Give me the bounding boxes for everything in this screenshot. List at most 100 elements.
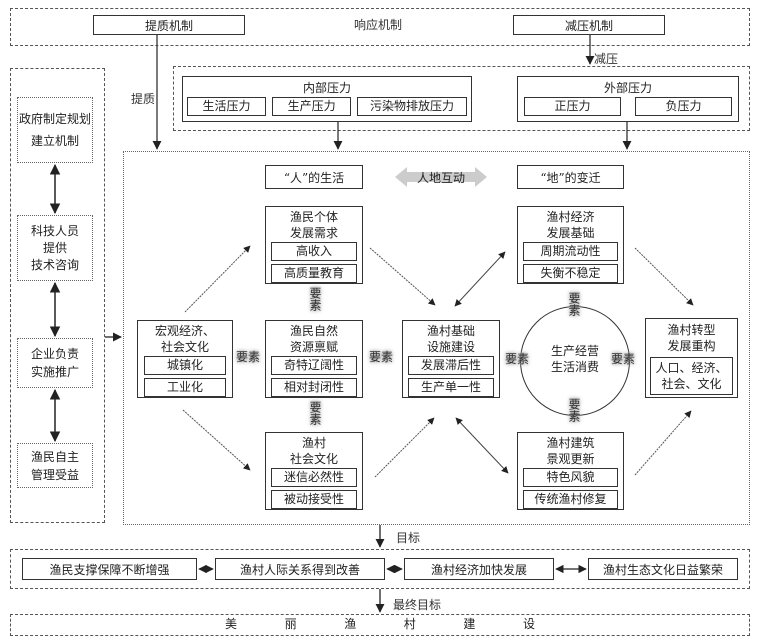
people-life-box: “人”的生活 — [265, 165, 363, 189]
element-label-circle-top: 要素 — [566, 292, 581, 316]
cycle-label: 生产经营 生活消费 — [540, 343, 610, 375]
left-item-fishermen: 渔民自主 管理受益 — [17, 443, 93, 488]
element-label-macro-right: 要素 — [236, 350, 261, 364]
box-title: 景观更新 — [546, 452, 595, 466]
goals-frame — [10, 549, 750, 589]
internal-pressure-item: 生活压力 — [187, 97, 267, 116]
final-goal-char: 渔 — [344, 617, 357, 631]
element-label-text: 要素 — [567, 398, 581, 422]
box-title: 渔民自然 — [289, 324, 338, 338]
left-item-line: 提供 — [42, 240, 67, 255]
goal-item: 渔村经济加快发展 — [404, 558, 554, 580]
box-item: 生产单一性 — [408, 378, 494, 397]
cycle-circle — [520, 306, 630, 416]
final-goal-label: 最终目标 — [393, 598, 442, 612]
box-title: 发展重构 — [667, 339, 716, 353]
quality-mechanism-box: 提质机制 — [93, 15, 245, 35]
box-title: 发展基础 — [546, 226, 595, 240]
box-title: 发展需求 — [289, 226, 338, 240]
left-panel-frame — [10, 68, 105, 523]
left-item-line: 企业负责 — [30, 347, 79, 361]
box-item: 特色风貌 — [523, 468, 618, 487]
internal-pressure-item: 生产压力 — [272, 97, 352, 116]
left-item-scientists: 科技人员 提供 技术咨询 — [17, 215, 93, 281]
final-goal-char: 丽 — [284, 617, 297, 631]
element-label-needs-below: 要素 — [307, 287, 322, 311]
element-label-text: 要素 — [308, 401, 322, 425]
macro-title: 社会文化 — [160, 340, 209, 354]
internal-pressure-box: 内部压力 生活压力 生产压力 污染物排放压力 — [182, 76, 472, 122]
box-item: 迷信必然性 — [271, 468, 357, 487]
interaction-arrow: 人地互动 — [393, 166, 489, 188]
internal-pressure-title: 内部压力 — [302, 81, 351, 95]
relief-mechanism-box: 减压机制 — [513, 15, 665, 35]
final-goal-text: 美 丽 渔 村 建 设 — [225, 616, 535, 633]
element-label-circle-left: 要素 — [505, 352, 530, 366]
box-title: 设施建设 — [426, 340, 475, 354]
box-title: 资源禀赋 — [289, 340, 338, 354]
quality-arrow-label: 提质 — [131, 92, 156, 106]
box-title: 渔村 — [301, 436, 326, 450]
box-title: 渔村建筑 — [546, 436, 595, 450]
box-item: 传统渔村修复 — [523, 490, 618, 509]
final-goal-char: 美 — [225, 617, 238, 631]
land-change-box: “地”的变迁 — [517, 165, 624, 189]
transformation-items: 人口、经济、 社会、文化 — [650, 357, 733, 395]
box-title: 渔村转型 — [667, 323, 716, 337]
response-mechanism-frame — [10, 8, 750, 46]
left-item-line: 实施推广 — [30, 365, 79, 379]
box-item: 失衡不稳定 — [523, 264, 618, 283]
box-item: 社会、文化 — [661, 377, 722, 391]
relief-mechanism-label: 减压机制 — [564, 18, 613, 33]
infrastructure-box: 渔村基础 设施建设 发展滞后性 生产单一性 — [402, 320, 500, 398]
box-item: 发展滞后性 — [408, 356, 494, 375]
element-label-circle-right: 要素 — [611, 352, 636, 366]
transformation-box: 渔村转型 发展重构 人口、经济、 社会、文化 — [645, 318, 738, 398]
macro-box: 宏观经济、 社会文化 城镇化 工业化 — [137, 320, 233, 398]
element-label-text: 要素 — [567, 292, 581, 316]
macro-item: 城镇化 — [144, 356, 226, 375]
economy-base-box: 渔村经济 发展基础 周期流动性 失衡不稳定 — [517, 206, 624, 284]
relief-arrow-label: 减压 — [594, 52, 619, 66]
box-title: 渔村经济 — [546, 210, 595, 224]
left-item-line: 管理受益 — [30, 467, 79, 482]
goal-item: 渔村人际关系得到改善 — [215, 558, 385, 580]
center-frame — [123, 151, 750, 525]
box-item: 周期流动性 — [523, 242, 618, 261]
village-culture-box: 渔村 社会文化 迷信必然性 被动接受性 — [265, 432, 363, 510]
element-label-resources-below: 要素 — [307, 401, 322, 425]
goal-text: 渔民支撑保障不断增强 — [49, 562, 170, 577]
fisher-resources-box: 渔民自然 资源禀赋 奇特辽阔性 相对封闭性 — [265, 320, 363, 398]
architecture-box: 渔村建筑 景观更新 特色风貌 传统渔村修复 — [517, 432, 624, 510]
interaction-label: 人地互动 — [416, 170, 465, 185]
people-life-label: “人”的生活 — [283, 170, 345, 185]
box-item: 高质量教育 — [271, 264, 357, 283]
left-item-government: 政府制定规划 建立机制 — [17, 97, 93, 163]
left-item-line: 渔民自主 — [30, 449, 79, 464]
macro-item: 工业化 — [144, 378, 226, 397]
goal-text: 渔村人际关系得到改善 — [239, 562, 360, 577]
box-item: 奇特辽阔性 — [271, 356, 357, 375]
box-item: 被动接受性 — [271, 490, 357, 509]
pressure-frame — [173, 66, 750, 131]
final-goal-frame — [10, 614, 750, 636]
final-goal-char: 村 — [403, 617, 416, 631]
goal-text: 渔村经济加快发展 — [430, 562, 527, 577]
double-arrow-icon — [395, 167, 487, 187]
external-pressure-item: 负压力 — [635, 97, 732, 116]
goal-label: 目标 — [396, 531, 421, 545]
element-label-circle-bottom: 要素 — [566, 398, 581, 422]
left-item-line: 建立机制 — [30, 134, 79, 148]
external-pressure-box: 外部压力 正压力 负压力 — [517, 76, 739, 122]
element-label-resources-right: 要素 — [369, 350, 394, 364]
goal-item: 渔村生态文化日益繁荣 — [588, 558, 738, 580]
left-item-line: 技术咨询 — [30, 257, 79, 272]
macro-title: 宏观经济、 — [154, 324, 215, 338]
goal-text: 渔村生态文化日益繁荣 — [602, 562, 723, 577]
box-title: 渔村基础 — [426, 324, 475, 338]
final-goal-char: 建 — [463, 617, 476, 631]
box-item: 人口、经济、 — [655, 361, 728, 375]
box-item: 高收入 — [271, 242, 357, 261]
box-title: 渔民个体 — [289, 210, 338, 224]
quality-mechanism-label: 提质机制 — [144, 18, 193, 33]
